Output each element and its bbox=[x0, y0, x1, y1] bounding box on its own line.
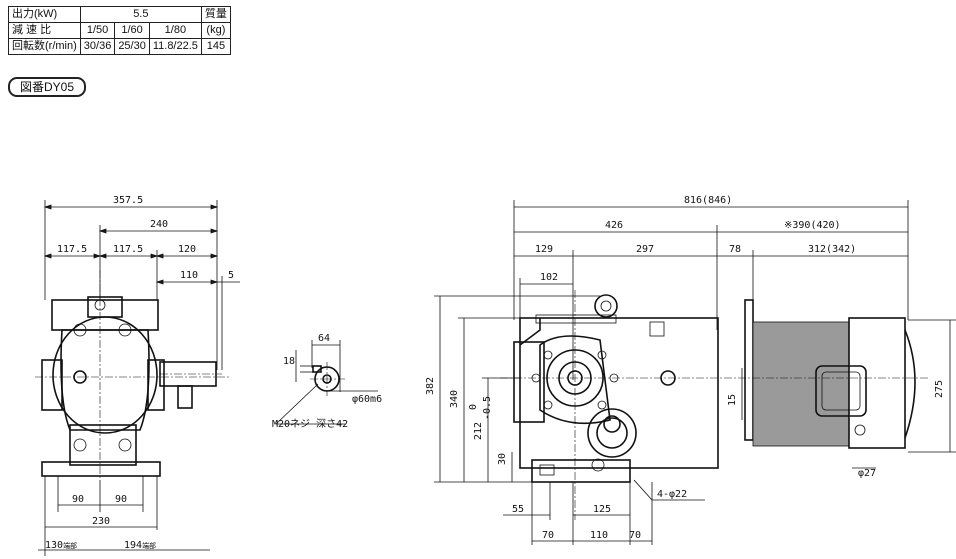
drawing-number-badge: 図番DY05 bbox=[8, 77, 87, 97]
dim-102: 102 bbox=[540, 272, 558, 283]
dim-129: 129 bbox=[535, 244, 553, 255]
dim-240: 240 bbox=[150, 219, 168, 230]
dim-78: 78 bbox=[729, 244, 741, 255]
dim-55: 55 bbox=[512, 504, 524, 515]
dim-70-left: 70 bbox=[542, 530, 554, 541]
weight-unit: (kg) bbox=[200, 22, 231, 39]
dim-15: 15 bbox=[727, 394, 738, 406]
dim-phi60: φ60m6 bbox=[352, 394, 382, 405]
dim-120: 120 bbox=[178, 244, 196, 255]
dim-275: 275 bbox=[934, 380, 945, 398]
front-view: 357.5 240 117.5 117.5 120 110 5 bbox=[35, 195, 240, 556]
dim-5: 5 bbox=[228, 270, 234, 281]
tol-lower: -0.5 bbox=[482, 396, 493, 420]
dim-117-5-left: 117.5 bbox=[57, 244, 87, 255]
gear-housing-front bbox=[41, 296, 222, 477]
dim-70-right: 70 bbox=[629, 530, 641, 541]
speed-3: 11.8/22.5 bbox=[148, 38, 202, 55]
dim-816: 816(846) bbox=[684, 195, 732, 206]
shaft-end-view: 64 18 φ60m6 M20ネジ 深さ42 bbox=[272, 333, 382, 430]
dim-30: 30 bbox=[497, 453, 508, 465]
dim-110: 110 bbox=[180, 270, 198, 281]
dim-297: 297 bbox=[636, 244, 654, 255]
dim-130: 130端部 bbox=[45, 540, 77, 551]
tol-upper: 0 bbox=[468, 404, 479, 410]
dim-194-note: 端部 bbox=[142, 541, 156, 550]
dim-phi27: φ27 bbox=[858, 468, 876, 479]
dim-18: 18 bbox=[283, 356, 295, 367]
dim-194: 194端部 bbox=[124, 540, 156, 551]
dim-90-left: 90 bbox=[72, 494, 84, 505]
dim-90-right: 90 bbox=[115, 494, 127, 505]
dim-340: 340 bbox=[449, 390, 460, 408]
dim-390: ※390(420) bbox=[784, 220, 841, 231]
dim-125: 125 bbox=[593, 504, 611, 515]
dim-382: 382 bbox=[425, 377, 436, 395]
hole-note: 4-φ22 bbox=[657, 489, 687, 500]
dim-312: 312(342) bbox=[808, 244, 856, 255]
dim-110-bottom: 110 bbox=[590, 530, 608, 541]
thread-note: M20ネジ 深さ42 bbox=[272, 418, 348, 430]
dim-230: 230 bbox=[92, 516, 110, 527]
spec-table: 出力(kW) 5.5 質量 減 速 比 1/50 1/60 1/80 (kg) … bbox=[8, 6, 231, 55]
weight-label: 質量 bbox=[200, 6, 231, 23]
gearbox-body-side bbox=[513, 294, 719, 483]
dim-64: 64 bbox=[318, 333, 330, 344]
dim-426: 426 bbox=[605, 220, 623, 231]
motor-body bbox=[744, 299, 916, 449]
side-view: 816(846) 426 ※390(420) 129 297 78 312(34… bbox=[425, 195, 956, 545]
dim-212: 212 bbox=[473, 422, 484, 440]
output-label: 出力(kW) bbox=[8, 6, 81, 23]
ratio-2: 1/60 bbox=[114, 22, 150, 39]
dim-357-5: 357.5 bbox=[113, 195, 143, 206]
weight-value: 145 bbox=[200, 38, 231, 55]
dim-130-note: 端部 bbox=[63, 541, 77, 550]
speed-label: 回転数(r/min) bbox=[8, 38, 81, 55]
dim-130-value: 130 bbox=[45, 540, 63, 551]
dim-117-5-right: 117.5 bbox=[113, 244, 143, 255]
dim-194-value: 194 bbox=[124, 540, 142, 551]
